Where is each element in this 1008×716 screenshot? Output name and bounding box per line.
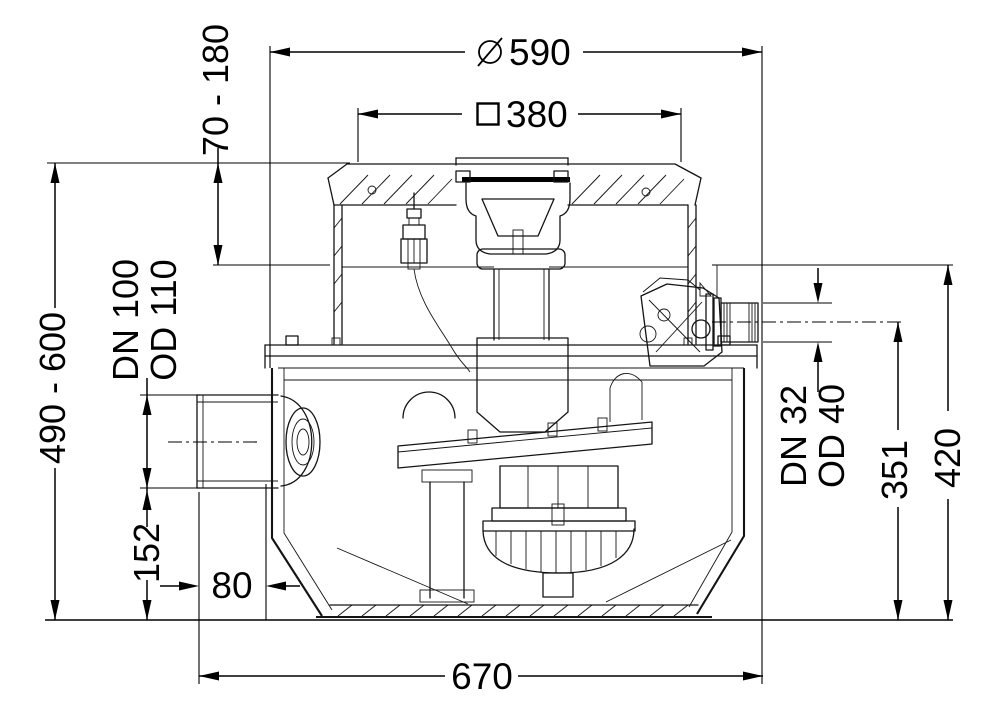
dim-inlet-stub: 80: [160, 484, 300, 684]
inlet-chamber: [476, 337, 569, 433]
dim-outlet-center-height-value: 351: [874, 440, 915, 500]
dim-outlet-pipe: DN 32 OD 40: [763, 268, 852, 488]
outlet-od-label: OD 40: [811, 384, 852, 488]
dim-inlet-invert-value: 152: [126, 523, 167, 583]
outlet-assembly: [639, 265, 905, 367]
dim-overall-width: 670: [199, 656, 763, 697]
dim-outlet-center-height: 351: [874, 322, 915, 620]
dim-telescopic-adjustment: 70 - 180: [195, 24, 236, 265]
tank-wall-left: [270, 368, 323, 617]
probe-cable: [413, 268, 471, 373]
tank-body: [264, 335, 758, 619]
tank-wall-right: [696, 368, 746, 615]
suction-strainer: [482, 528, 635, 574]
inlet-od-label: OD 110: [143, 259, 184, 380]
dim-installation-depth: 490 - 600: [32, 163, 73, 620]
outlet-dn-label: DN 32: [773, 385, 814, 487]
dim-cover-diameter-value: 590: [509, 32, 571, 73]
inlet-dn-label: DN 100: [105, 259, 146, 381]
base-hatching: [337, 604, 689, 617]
grate-band: [462, 177, 570, 182]
dim-cover-opening-value: 380: [506, 94, 568, 135]
shaft-walls: [333, 204, 697, 345]
square-symbol-icon: [476, 102, 500, 126]
level-probe: [400, 192, 471, 373]
diameter-symbol-icon: [477, 37, 503, 67]
dim-outlet-top-height: 420: [927, 265, 968, 620]
dim-inlet-invert: 152: [126, 488, 167, 620]
inlet-pipe: [168, 394, 321, 489]
pump-motor: [499, 465, 619, 509]
pump-unit: [397, 373, 653, 603]
pump-mounting-plate: [397, 421, 653, 469]
cover-assembly: [327, 163, 702, 345]
dim-installation-depth-value: 490 - 600: [32, 312, 73, 464]
dim-cover-opening: 380: [357, 94, 682, 162]
dim-overall-width-value: 670: [451, 656, 513, 697]
reference-lines: [45, 162, 953, 621]
cover-hatching: [339, 174, 685, 205]
dim-inlet-pipe: DN 100 OD 110: [105, 259, 200, 489]
dim-telescopic-adjustment-value: 70 - 180: [195, 24, 236, 156]
dim-outlet-top-height-value: 420: [927, 428, 968, 488]
dim-inlet-stub-value: 80: [211, 565, 252, 606]
dim-cover-diameter: 590: [269, 32, 763, 684]
inlet-funnel: [455, 157, 571, 433]
